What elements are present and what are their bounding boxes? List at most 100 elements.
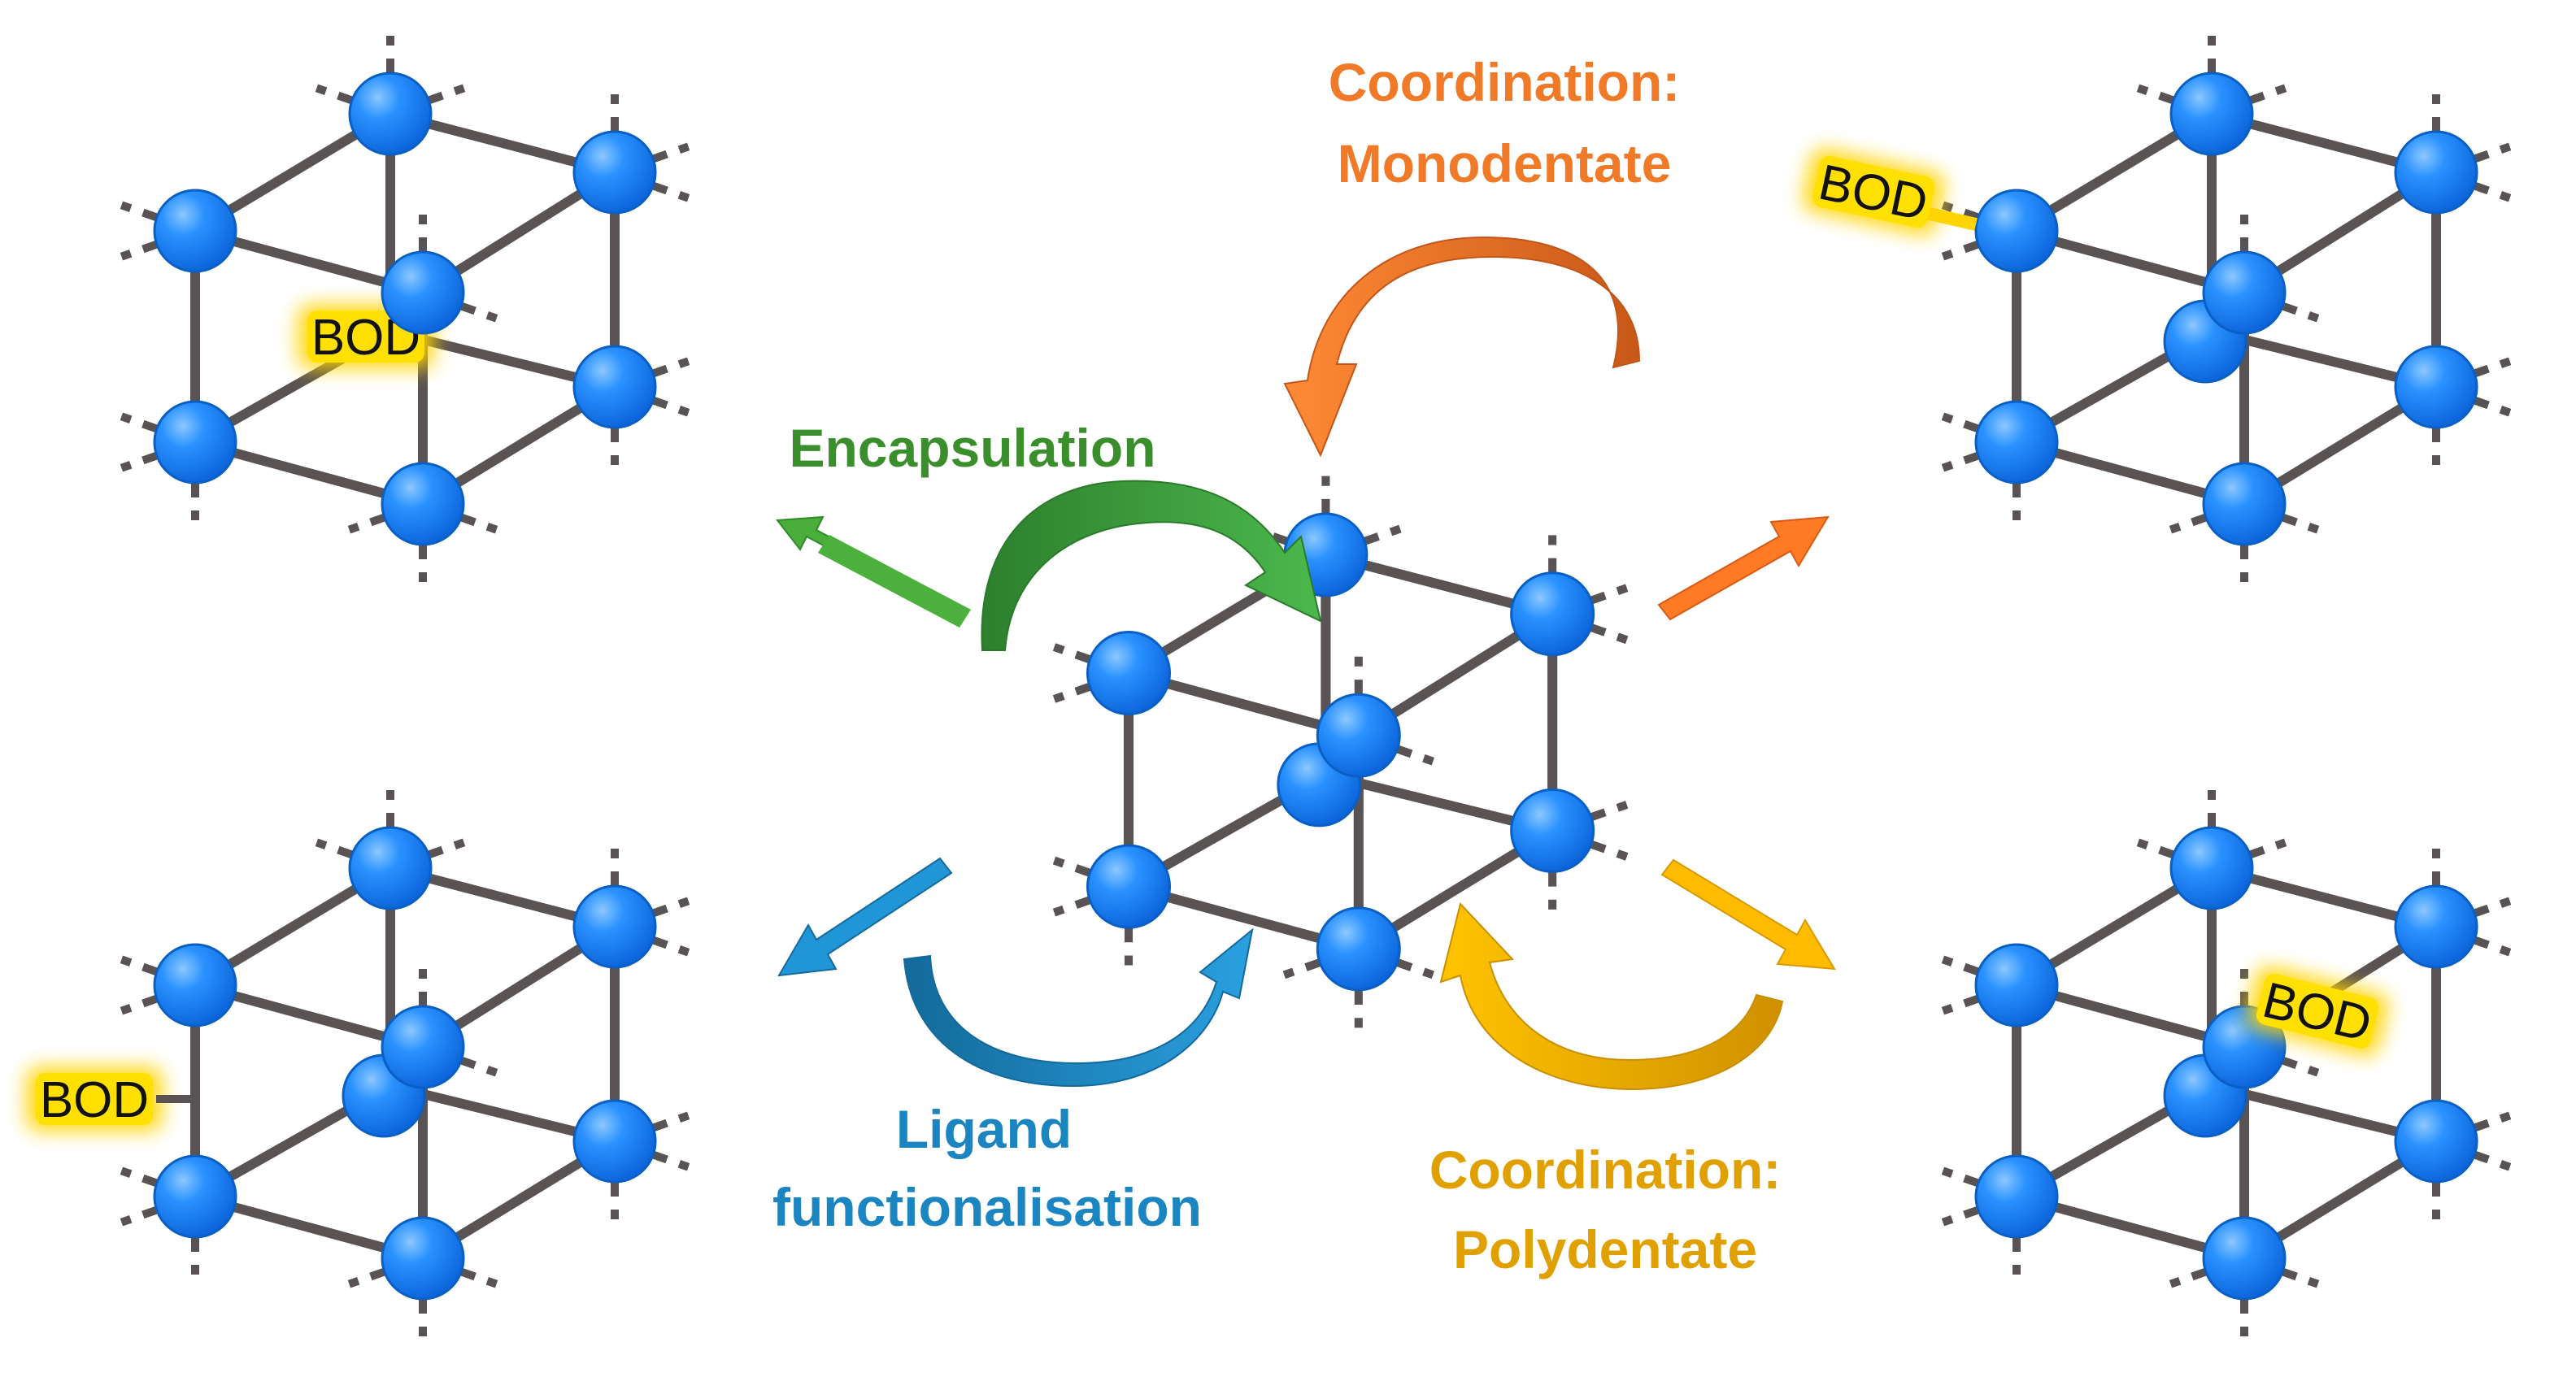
dashed-stub	[2169, 1266, 2213, 1288]
dashed-stub	[2468, 394, 2512, 417]
dashed-stub	[1585, 801, 1629, 823]
dashed-stub	[455, 1266, 498, 1288]
dashed-stub	[120, 201, 163, 224]
dashed-stub	[1052, 643, 1096, 666]
metal-node	[572, 130, 657, 215]
dashed-stub	[1941, 450, 1985, 472]
arrow-to-monodentate	[1657, 515, 1830, 621]
dashed-stub	[347, 1266, 391, 1288]
dashed-stub	[2276, 1266, 2320, 1288]
dashed-stub	[2468, 142, 2512, 165]
metal-node	[1316, 906, 1401, 992]
dashed-stub	[1391, 957, 1434, 980]
arrow-to-encapsulation-body	[818, 535, 971, 628]
dashed-stub	[1052, 856, 1096, 879]
dashed-stub	[2468, 180, 2512, 202]
dashed-stub	[646, 897, 690, 919]
dashed-stub	[1585, 622, 1629, 645]
metal-node	[1974, 943, 2059, 1027]
metal-node	[572, 884, 657, 969]
dashed-stub	[2243, 84, 2287, 106]
metal-node	[1510, 571, 1595, 657]
metal-node	[2202, 1216, 2287, 1301]
curved-arrow-monodentate	[1283, 236, 1641, 458]
metal-node	[2202, 462, 2287, 546]
label-ligand-line1: Ligand	[896, 1099, 1072, 1159]
metal-node	[2394, 130, 2478, 215]
metal-node	[572, 1099, 657, 1184]
dashed-stub	[2243, 838, 2287, 861]
metal-node	[1974, 400, 2059, 484]
metal-node	[381, 1005, 465, 1089]
lattice-polydentate: BOD	[1941, 790, 2512, 1336]
arrow-to-polydentate	[1660, 858, 1836, 971]
metal-node	[153, 400, 237, 484]
label-ligand-line2: functionalisation	[772, 1177, 1202, 1237]
dashed-stub	[422, 84, 466, 106]
metal-node	[2169, 826, 2254, 910]
dashed-stub	[646, 394, 690, 417]
lattice-encapsulation: BOD	[120, 36, 690, 582]
dashed-stub	[2276, 1054, 2320, 1077]
dashed-stub	[455, 511, 498, 534]
dashed-stub	[646, 934, 690, 957]
bod-label: BOD	[1814, 154, 1933, 232]
dashed-stub	[1585, 838, 1629, 861]
dashed-stub	[2169, 511, 2213, 534]
metal-node	[1086, 844, 1171, 929]
dashed-stub	[1585, 584, 1629, 606]
metal-node	[153, 1154, 237, 1239]
dashed-stub	[120, 238, 163, 261]
dashed-stub	[120, 412, 163, 435]
dashed-stub	[1941, 238, 1985, 261]
metal-node	[572, 345, 657, 429]
metal-node	[1974, 1154, 2059, 1239]
dashed-stub	[646, 180, 690, 202]
label-coordination-monodentate-line1: Coordination:	[1329, 52, 1681, 112]
label-coordination-monodentate-line2: Monodentate	[1338, 133, 1672, 193]
metal-node	[1086, 631, 1171, 715]
dashed-stub	[2136, 838, 2180, 861]
metal-node	[153, 189, 237, 273]
dashed-stub	[120, 1166, 163, 1189]
dashed-stub	[1941, 1204, 1985, 1227]
dashed-stub	[2468, 357, 2512, 380]
metal-node	[2394, 1099, 2478, 1184]
dashed-stub	[646, 142, 690, 165]
dashed-stub	[1941, 201, 1985, 224]
bod-tag: BOD	[2246, 966, 2389, 1057]
dashed-stub	[347, 511, 391, 534]
dashed-stub	[2468, 934, 2512, 957]
bod-tag: BOD	[26, 1066, 163, 1132]
dashed-stub	[2468, 1111, 2512, 1134]
dashed-stub	[646, 1149, 690, 1171]
dashed-stub	[120, 955, 163, 978]
dashed-stub	[2468, 1149, 2512, 1171]
dashed-stub	[2468, 897, 2512, 919]
label-encapsulation: Encapsulation	[789, 418, 1155, 478]
dashed-stub	[1941, 993, 1985, 1015]
dashed-stub	[1358, 524, 1402, 547]
curved-arrow-ligand	[903, 927, 1254, 1088]
metal-node	[2394, 884, 2478, 969]
dashed-stub	[2276, 300, 2320, 323]
curved-arrow-encapsulation	[981, 480, 1322, 651]
dashed-stub	[1391, 743, 1434, 766]
dashed-stub	[120, 993, 163, 1015]
metal-node	[2394, 345, 2478, 429]
metal-node	[1510, 788, 1595, 873]
dashed-stub	[422, 838, 466, 861]
metal-node	[348, 72, 433, 156]
dashed-stub	[1941, 955, 1985, 978]
dashed-stub	[1052, 680, 1096, 703]
metal-node	[381, 462, 465, 546]
metal-node	[2169, 72, 2254, 156]
metal-node	[1974, 189, 2059, 273]
dashed-stub	[315, 838, 359, 861]
dashed-stub	[2276, 511, 2320, 534]
dashed-stub	[1941, 1166, 1985, 1189]
dashed-stub	[120, 450, 163, 472]
metal-node	[381, 250, 465, 335]
lattice-monodentate: BOD	[1802, 36, 2512, 582]
